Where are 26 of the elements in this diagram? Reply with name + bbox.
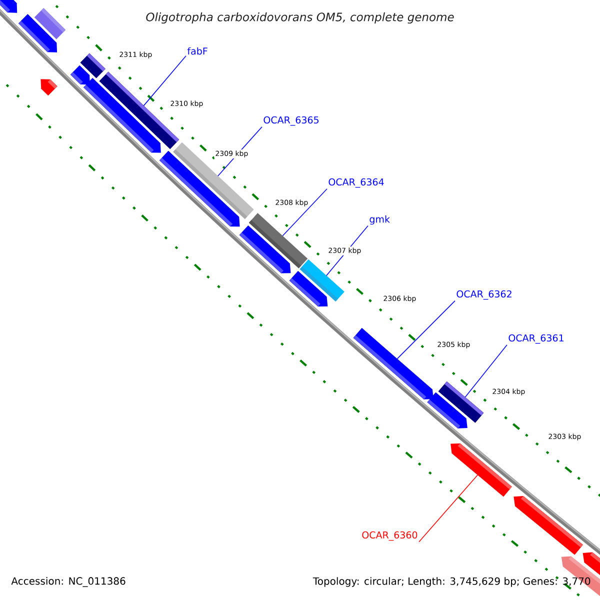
gene-label: OCAR_6364 [328, 178, 384, 188]
leader-line [418, 474, 478, 542]
gene-bar [239, 225, 291, 274]
gene-label: gmk [370, 215, 390, 225]
leader-line [282, 188, 328, 236]
gene-bar [34, 8, 66, 40]
gene-label: OCAR_6365 [264, 116, 318, 126]
gene-bar [438, 381, 484, 423]
gene-bar [582, 552, 600, 578]
gene-bar [450, 443, 512, 497]
gene-bar [289, 271, 328, 306]
title: Oligotropha carboxidovorans OM5, complete genome [146, 12, 454, 24]
gene-label: OCAR_6361 [508, 334, 564, 344]
footer-text: Accession: NC_011386 [11, 577, 126, 587]
gene-label: fabF [187, 47, 208, 55]
gene-bar [70, 65, 90, 85]
leader-line [396, 300, 456, 360]
gene-bar [353, 328, 434, 400]
gene-bar [0, 0, 18, 13]
gene-label: OCAR_6362 [456, 290, 512, 300]
gene-bar [514, 496, 583, 555]
gene-label: OCAR_6360 [362, 531, 418, 541]
gene-bar [40, 79, 58, 96]
leader-line [143, 55, 186, 106]
footer-text: Topology: circular; Length: 3,745,629 bp; Genes: 3,770 [312, 577, 590, 587]
leader-line [464, 344, 508, 398]
